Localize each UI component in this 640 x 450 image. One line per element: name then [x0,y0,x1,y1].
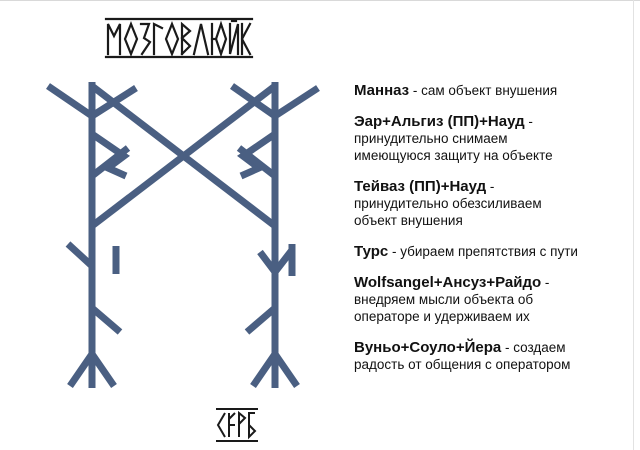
right-lower-stroke [244,305,278,335]
legend-entry: Манназ - сам объект внушения [354,82,624,99]
legend-entry-heading: Манназ - сам объект внушения [354,82,624,99]
rune-separator: - [501,340,514,355]
left-tiwaz-stroke [89,145,131,179]
mannaz-diagonal-right [89,83,278,229]
rune-description-line: имеющуюся защиту на объекте [354,148,553,163]
right-foot-a [250,352,278,388]
left-foot-a [67,352,95,388]
rune-description: создаем [513,340,566,355]
right-wolfsangel [257,247,295,278]
left-algiz-branch-a [46,83,94,119]
rune-name: Эар+Альгиз (ПП)+Науд [354,113,525,130]
legend-entry-heading: Тейваз (ПП)+Науд - [354,178,624,195]
runic-title-lettering [104,17,254,59]
rune-separator: - [541,275,550,290]
left-lower-stroke [89,305,123,335]
legend-entry: Тейваз (ПП)+Науд -принудительно обезсили… [354,178,624,229]
rune-name: Wolfsangel+Ансуз+Райдо [354,274,542,291]
frame-right-edge [633,0,634,450]
rune-name: Турс [354,243,389,260]
rune-name: Тейваз (ПП)+Науд [354,178,487,195]
legend-entry-heading: Турс - убираем препятствия с пути [354,243,624,260]
left-thurs-bar [65,241,95,269]
frame-top-edge [0,0,640,1]
right-foot-b [272,352,300,388]
legend-entry-heading: Эар+Альгиз (ПП)+Науд - [354,113,624,130]
right-ear-naud [237,131,277,180]
legend-entry: Wolfsangel+Ансуз+Райдо -внедряем мысли о… [354,274,624,325]
runic-signature-lettering [216,408,258,442]
rune-description: сам объект внушения [421,83,558,98]
rune-description-line: принудительно снимаем [354,131,508,146]
right-algiz-branch-a [229,83,278,119]
runic-signature [214,406,260,444]
rune-stave [40,76,330,396]
rune-description-line: принудительно обезсиливаем [354,196,542,211]
runic-title [104,14,254,62]
rune-stave-drawing [46,82,320,388]
right-algiz-branch-b [273,85,320,119]
rune-description-line: объект внушения [354,213,463,228]
rune-description-line: радость от общения с оператором [354,357,571,372]
rune-separator: - [486,179,495,194]
rune-name: Вуньо+Соуло+Йера [354,339,502,356]
rune-description-line: операторе и удерживаем их [354,309,530,324]
right-tiwaz-stroke [236,145,278,179]
legend-entry-heading: Вуньо+Соуло+Йера - создаем [354,339,624,356]
left-foot-b [89,352,117,388]
left-ear-naud [90,131,130,180]
rune-separator: - [388,244,401,259]
legend-entry: Эар+Альгиз (ПП)+Науд -принудительно сним… [354,113,624,164]
legend-entry: Турс - убираем препятствия с пути [354,243,624,260]
rune-description-line: внедряем мысли объекта об [354,292,534,307]
rune-name: Манназ [354,82,410,99]
rune-separator: - [524,114,533,129]
legend-entry-heading: Wolfsangel+Ансуз+Райдо - [354,274,624,291]
rune-description: убираем препятствия с пути [400,244,578,259]
left-algiz-branch-b [90,85,138,119]
rune-separator: - [409,83,422,98]
